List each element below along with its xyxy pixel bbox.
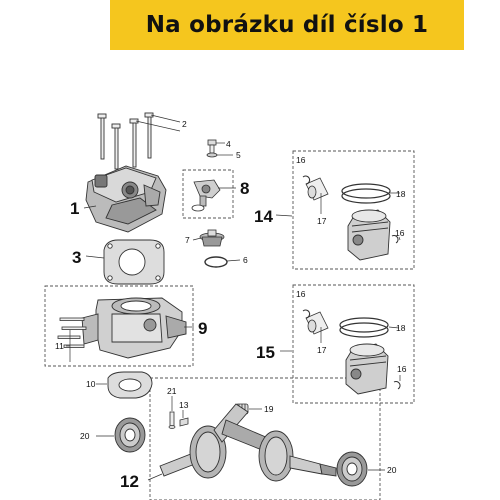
bearing-right <box>336 451 368 487</box>
callout-20-left: 20 <box>80 431 90 441</box>
callout-21: 21 <box>167 386 177 396</box>
callout-16-upper-right: 16 <box>395 228 405 238</box>
head-studs <box>97 112 154 170</box>
callout-9: 9 <box>198 319 207 338</box>
group-box-8 <box>182 169 234 219</box>
crankshaft <box>159 403 337 482</box>
callout-8: 8 <box>240 179 249 198</box>
group-box-12 <box>149 377 381 500</box>
callout-17-lower: 17 <box>317 345 327 355</box>
callout-6: 6 <box>243 255 248 265</box>
thermostat <box>199 229 225 247</box>
circlip-upper <box>302 175 399 244</box>
piston-pin-upper <box>305 177 329 201</box>
thermostat-housing <box>191 179 221 212</box>
banner-title: Na obrázku díl číslo 1 <box>145 12 429 38</box>
piston-lower <box>345 343 389 395</box>
callout-17-upper: 17 <box>317 216 327 226</box>
o-ring <box>204 256 228 268</box>
callout-1: 1 <box>70 199 79 218</box>
callout-18-lower: 18 <box>396 323 406 333</box>
callout-3: 3 <box>72 248 81 267</box>
piston-rings-lower <box>339 317 389 338</box>
callout-4: 4 <box>226 139 231 149</box>
bolt-and-washer <box>206 139 218 158</box>
group-box-9 <box>44 285 194 367</box>
crank-pin <box>168 411 176 429</box>
base-gasket <box>107 371 153 399</box>
woodruff-key <box>179 417 189 427</box>
callout-16-upper-left: 16 <box>296 155 306 165</box>
callout-12: 12 <box>120 472 139 491</box>
cylinder-head <box>85 165 167 233</box>
callout-5: 5 <box>236 150 241 160</box>
piston-pin-lower <box>305 311 329 335</box>
piston-rings-upper <box>341 183 391 204</box>
callout-16-lower-left: 16 <box>296 289 306 299</box>
callout-15: 15 <box>256 343 275 362</box>
callout-16-lower-right: 16 <box>397 364 407 374</box>
callout-2: 2 <box>182 119 187 129</box>
cylinder <box>81 297 187 359</box>
callout-13: 13 <box>179 400 189 410</box>
callout-18-upper: 18 <box>396 189 406 199</box>
circlip-lower <box>302 309 401 390</box>
callout-11: 11 <box>55 341 64 351</box>
piston-upper <box>347 209 391 261</box>
group-box-14 <box>292 150 415 270</box>
callout-19: 19 <box>264 404 274 414</box>
title-banner: Na obrázku díl číslo 1 <box>110 0 464 50</box>
callout-20-right: 20 <box>387 465 397 475</box>
callout-7: 7 <box>185 235 190 245</box>
callout-10: 10 <box>86 379 96 389</box>
cylinder-studs <box>57 317 87 348</box>
group-box-15 <box>292 284 415 404</box>
head-gasket <box>103 239 165 285</box>
bearing-left <box>114 417 146 453</box>
callout-14: 14 <box>254 207 273 226</box>
